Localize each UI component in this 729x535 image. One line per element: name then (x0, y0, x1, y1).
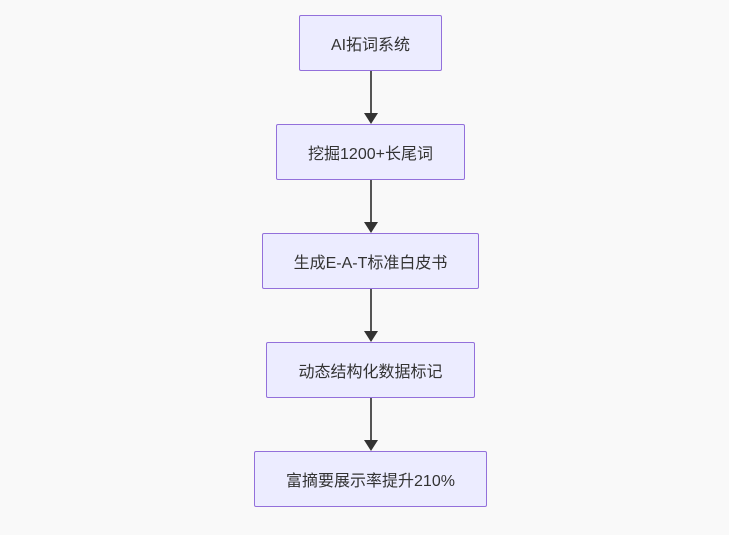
flow-arrow-1 (363, 71, 378, 124)
flow-arrow-3 (363, 289, 378, 342)
flow-node-label: 生成E-A-T标准白皮书 (293, 255, 448, 272)
flow-node-label: 动态结构化数据标记 (298, 364, 443, 381)
arrow-line (369, 289, 372, 332)
flow-column: AI拓词系统 挖掘1200+长尾词 生成E-A-T标准白皮书 动态结构化数据标记 (254, 15, 487, 507)
arrowhead-down-icon (363, 331, 378, 342)
flow-node-longtail-mining: 挖掘1200+长尾词 (276, 124, 465, 180)
flow-node-ai-word-expansion: AI拓词系统 (298, 15, 443, 71)
arrowhead-down-icon (363, 113, 378, 124)
arrow-line (369, 180, 372, 223)
arrowhead-down-icon (363, 440, 378, 451)
arrow-line (369, 398, 372, 441)
arrowhead-down-icon (363, 222, 378, 233)
flow-node-label: 富摘要展示率提升210% (286, 473, 455, 490)
flow-node-structured-data: 动态结构化数据标记 (266, 342, 475, 398)
arrow-line (369, 71, 372, 114)
flow-node-label: AI拓词系统 (330, 37, 411, 54)
flow-node-rich-snippet-result: 富摘要展示率提升210% (254, 451, 487, 507)
flow-node-eat-whitepaper: 生成E-A-T标准白皮书 (261, 233, 480, 289)
flow-node-label: 挖掘1200+长尾词 (308, 146, 433, 163)
flow-arrow-2 (363, 180, 378, 233)
flow-arrow-4 (363, 398, 378, 451)
